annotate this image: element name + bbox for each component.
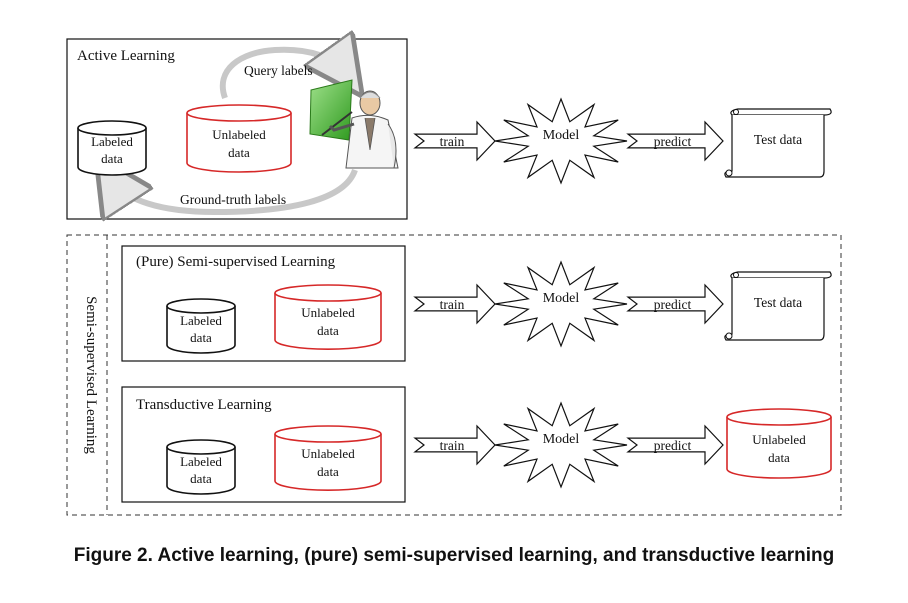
unlabeled-data-cylinder: Unlabeled data bbox=[186, 104, 292, 173]
labeled-data-line2: data bbox=[190, 471, 212, 486]
predict-arrow-label: predict bbox=[654, 297, 692, 312]
train-arrow-label: train bbox=[440, 297, 465, 312]
labeled-data-cylinder: Labeled data bbox=[166, 439, 236, 495]
test-data-scroll-icon: Test data bbox=[724, 271, 832, 341]
query-labels-arrow bbox=[220, 50, 345, 98]
labeled-data-cylinder: Labeled data bbox=[77, 120, 147, 176]
unlabeled-data-cylinder: Unlabeled data bbox=[274, 284, 382, 350]
unlabeled-data-line2: data bbox=[228, 145, 250, 160]
train-arrow-shape bbox=[413, 120, 496, 162]
learning-paradigms-diagram: Active Learning Query labels Ground-trut… bbox=[66, 0, 842, 516]
labeled-data-line1: Labeled bbox=[180, 313, 222, 328]
labeled-data-cylinder: Labeled data bbox=[166, 298, 236, 354]
unlabeled-data-line2: data bbox=[317, 464, 339, 479]
predict-arrow-label: predict bbox=[654, 134, 692, 149]
predict-arrow-label: predict bbox=[654, 438, 692, 453]
active-learning-title: Active Learning bbox=[77, 48, 175, 64]
predict-arrow-shape bbox=[626, 424, 724, 466]
ground-truth-arrow bbox=[112, 170, 358, 212]
labeled-data-line2: data bbox=[101, 151, 123, 166]
model-starburst-shape bbox=[494, 260, 628, 348]
train-arrow-shape bbox=[413, 283, 496, 325]
pure-semi-supervised-panel: (Pure) Semi-supervised Learning Labeled … bbox=[121, 245, 406, 362]
transductive-title: Transductive Learning bbox=[136, 397, 272, 413]
model-label: Model bbox=[543, 291, 580, 306]
active-pipeline: train Model predict Test data bbox=[413, 97, 832, 185]
labeled-data-line1: Labeled bbox=[180, 454, 222, 469]
unlabeled-data-line1: Unlabeled bbox=[301, 446, 355, 461]
unlabeled-output-cylinder: Unlabeled data bbox=[726, 408, 832, 479]
active-learning-panel: Active Learning Query labels Ground-trut… bbox=[66, 39, 408, 219]
unlabeled-data-cylinder: Unlabeled data bbox=[274, 425, 382, 491]
pure-pipeline: train Model predict Test data bbox=[413, 260, 832, 348]
predict-arrow-shape bbox=[626, 283, 724, 325]
semi-supervised-vertical-label: Semi-supervised Learning bbox=[83, 296, 99, 454]
teacher-pointing-at-board-icon bbox=[309, 79, 399, 169]
predict-arrow-shape bbox=[626, 120, 724, 162]
labeled-data-line2: data bbox=[190, 330, 212, 345]
pure-semi-supervised-title: (Pure) Semi-supervised Learning bbox=[136, 254, 336, 270]
test-data-label: Test data bbox=[754, 295, 802, 310]
train-arrow-label: train bbox=[440, 438, 465, 453]
unlabeled-output-label: Unlabeled bbox=[752, 432, 806, 447]
unlabeled-data-line2: data bbox=[317, 323, 339, 338]
semi-supervised-frame: Semi-supervised Learning bbox=[66, 234, 842, 516]
transductive-panel: Transductive Learning Labeled data Unlab… bbox=[121, 386, 406, 503]
model-starburst-shape bbox=[494, 97, 628, 185]
unlabeled-output-label: data bbox=[768, 450, 790, 465]
labeled-data-line1: Labeled bbox=[91, 134, 133, 149]
figure-caption: Figure 2. Active learning, (pure) semi-s… bbox=[73, 545, 835, 566]
query-labels-text: Query labels bbox=[244, 63, 313, 78]
test-data-label: Test data bbox=[754, 132, 802, 147]
unlabeled-data-line1: Unlabeled bbox=[301, 305, 355, 320]
train-arrow-label: train bbox=[440, 134, 465, 149]
train-arrow-shape bbox=[413, 424, 496, 466]
test-data-scroll-icon: Test data bbox=[724, 108, 832, 178]
model-label: Model bbox=[543, 432, 580, 447]
model-label: Model bbox=[543, 128, 580, 143]
transductive-pipeline: train Model predict Unlabeled data bbox=[413, 401, 832, 489]
ground-truth-labels-text: Ground-truth labels bbox=[180, 192, 286, 207]
unlabeled-data-line1: Unlabeled bbox=[212, 127, 266, 142]
model-starburst-shape bbox=[494, 401, 628, 489]
